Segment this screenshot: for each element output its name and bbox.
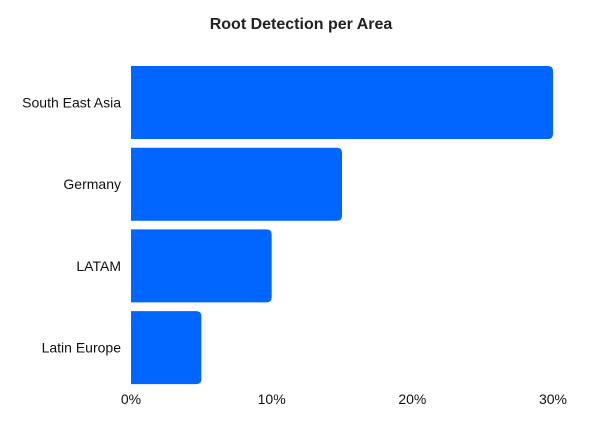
x-tick-label: 10% (258, 391, 286, 407)
x-tick-label: 30% (539, 391, 567, 407)
bar-latam (131, 229, 272, 303)
x-tick-label: 20% (398, 391, 426, 407)
bar-south-east-asia (131, 66, 553, 139)
bars-layer (131, 66, 553, 385)
bar-latin-europe (131, 311, 202, 385)
category-label: LATAM (76, 258, 121, 274)
chart-title: Root Detection per Area (210, 16, 393, 33)
x-tick-label: 0% (121, 391, 141, 407)
category-label: Germany (63, 176, 121, 192)
category-label: South East Asia (22, 95, 121, 111)
category-label: Latin Europe (42, 340, 122, 356)
bar-germany (131, 147, 342, 221)
x-axis-tick-labels: 0% 10% 20% 30% (121, 391, 567, 407)
